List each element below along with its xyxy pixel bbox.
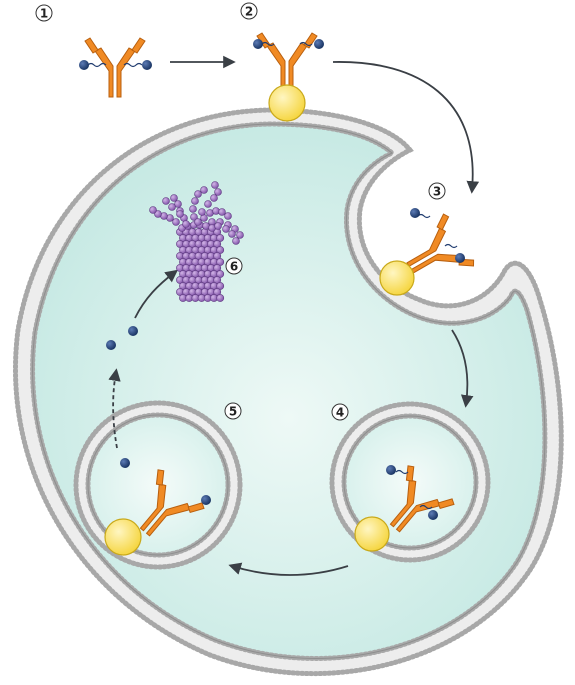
- payload-icon: [106, 340, 116, 350]
- payload-linker: [87, 62, 143, 68]
- payload-icon: [455, 253, 465, 263]
- arrow-4-to-5: [228, 562, 349, 576]
- receptor-icon: [268, 84, 306, 122]
- antibody-icon: [84, 37, 146, 98]
- step-number-5: 5: [229, 405, 237, 419]
- payload-icon: [128, 326, 138, 336]
- receptor-icon: [379, 260, 415, 296]
- step-5-lysosome: 5: [73, 400, 243, 570]
- tubulin-bead: [218, 208, 226, 216]
- payload-icon: [142, 60, 152, 70]
- step-1-free-adc: 1: [35, 4, 152, 98]
- tubulin-bead: [228, 230, 236, 238]
- arrow-3-to-4: [451, 329, 474, 408]
- tubulin-bead: [194, 190, 202, 198]
- payload-icon: [201, 495, 211, 505]
- step-number-2: 2: [245, 5, 253, 19]
- payload-icon: [314, 39, 324, 49]
- antibody-icon: [256, 32, 318, 93]
- tubulin-bead: [170, 194, 178, 202]
- tubulin-bead: [214, 188, 222, 196]
- tubulin-bead: [174, 200, 182, 208]
- tubulin-bead: [211, 181, 219, 189]
- tubulin-bead: [149, 206, 157, 214]
- step-number-3: 3: [433, 185, 441, 199]
- tubulin-bead: [176, 210, 184, 218]
- tubulin-bead: [172, 218, 180, 226]
- proteasome-icon: [149, 181, 244, 302]
- cell-membrane-heads-outer: [12, 107, 564, 676]
- tubulin-bead: [236, 231, 244, 239]
- step-number-1: 1: [40, 7, 48, 21]
- tubulin-bead: [204, 200, 212, 208]
- arrow-payload-release: [108, 368, 121, 449]
- step-6-target: 6: [149, 181, 244, 302]
- payload-icon: [253, 39, 263, 49]
- tubulin-bead: [210, 194, 218, 202]
- step-3-endocytosis: 3: [379, 182, 477, 296]
- step-number-4: 4: [336, 406, 344, 420]
- receptor-icon: [354, 516, 390, 552]
- tubulin-bead: [194, 218, 202, 226]
- tubulin-bead: [200, 186, 208, 194]
- arrow-payload-to-target: [134, 269, 179, 319]
- tubulin-bead: [191, 197, 199, 205]
- payload-icon: [386, 465, 396, 475]
- payload-icon: [410, 208, 420, 218]
- payload-icon: [428, 510, 438, 520]
- payload-icon: [120, 458, 130, 468]
- tubulin-bead: [224, 212, 232, 220]
- tubulin-bead: [189, 205, 197, 213]
- tubulin-bead: [182, 220, 190, 228]
- arrow-2-to-3: [332, 61, 480, 194]
- payload-icon: [79, 60, 89, 70]
- step-number-6: 6: [230, 260, 238, 274]
- tubulin-bead: [154, 210, 162, 218]
- cell: [12, 107, 564, 676]
- receptor-icon: [104, 518, 142, 556]
- step-2-receptor-binding: 2: [240, 2, 324, 122]
- tubulin-bead: [222, 225, 230, 233]
- tubulin-bead: [198, 208, 206, 216]
- step-4-endosome: 4: [329, 401, 491, 563]
- tubulin-bead: [168, 203, 176, 211]
- tubulin-bead: [162, 197, 170, 205]
- tubulin-bead: [216, 294, 225, 302]
- tubulin-bead: [190, 213, 198, 221]
- tubulin-bead: [214, 222, 222, 230]
- tubulin-bead: [232, 237, 240, 245]
